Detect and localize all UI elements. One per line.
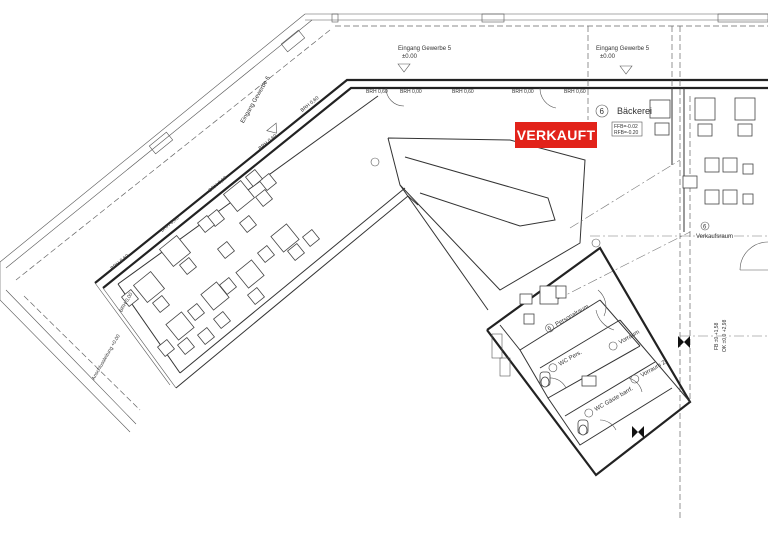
brh-label-3: BRH 0,60: [452, 89, 474, 95]
counter-outline: [370, 137, 601, 311]
plan-texts: 6 Bäckerei FFB=-0.02 RFB=-0.20 6 Verkauf…: [91, 46, 733, 418]
structural-grid: [555, 26, 768, 520]
baeckerei-level-2: RFB=-0.20: [614, 130, 639, 136]
eingang-gewerbe-5b-level: ±0.00: [600, 54, 616, 60]
personalraum-label: Personalraum: [555, 304, 590, 328]
outer-top-boundary: [0, 13, 768, 433]
brh-label-9: BRH 0,60: [160, 215, 181, 233]
facade-walls: [94, 78, 768, 389]
level-markers: [632, 336, 690, 438]
cafe-tables: [120, 168, 321, 358]
entry-arrows: [266, 63, 633, 134]
anschlussleitung-label: Anschlussleitung +0.00: [91, 333, 122, 381]
sold-badge: VERKAUFT: [515, 122, 597, 148]
eingang-gewerbe-6-label: Eingang Gewerbe 6: [240, 75, 272, 125]
eingang-gewerbe-5-level: ±0.00: [402, 54, 418, 60]
bakery-tables: [519, 97, 756, 325]
personalraum-number: 6: [547, 325, 553, 332]
level-code-2: FB ±0 +1,58: [714, 322, 720, 350]
level-code-1: OK ±0,0 +2,98: [722, 319, 728, 352]
baeckerei-label: Bäckerei: [617, 106, 652, 116]
brh-label-5: BRH 0,60: [564, 89, 586, 95]
brh-label-4: BRH 0,00: [512, 89, 534, 95]
wc-personal-label: WC Pers.: [558, 350, 584, 368]
baeckerei-level-1: FFB=-0.02: [614, 124, 638, 130]
baeckerei-number: 6: [600, 107, 605, 116]
brh-label-2: BRH 0,00: [400, 89, 422, 95]
wet-rooms: [486, 246, 692, 477]
verkaufsraum-number: 6: [703, 225, 707, 231]
eingang-gewerbe-5-label: Eingang Gewerbe 5: [398, 46, 452, 52]
brh-label-8: BRH 0,60: [208, 175, 229, 193]
brh-label-1: BRH 0,60: [366, 89, 388, 95]
wc-gaeste-label: WC Gäste barrf.: [594, 386, 635, 413]
eingang-gewerbe-5b-label: Eingang Gewerbe 5: [596, 46, 650, 52]
verkaufsraum-label: Verkaufsraum: [696, 234, 733, 240]
column-markers: [148, 13, 768, 155]
